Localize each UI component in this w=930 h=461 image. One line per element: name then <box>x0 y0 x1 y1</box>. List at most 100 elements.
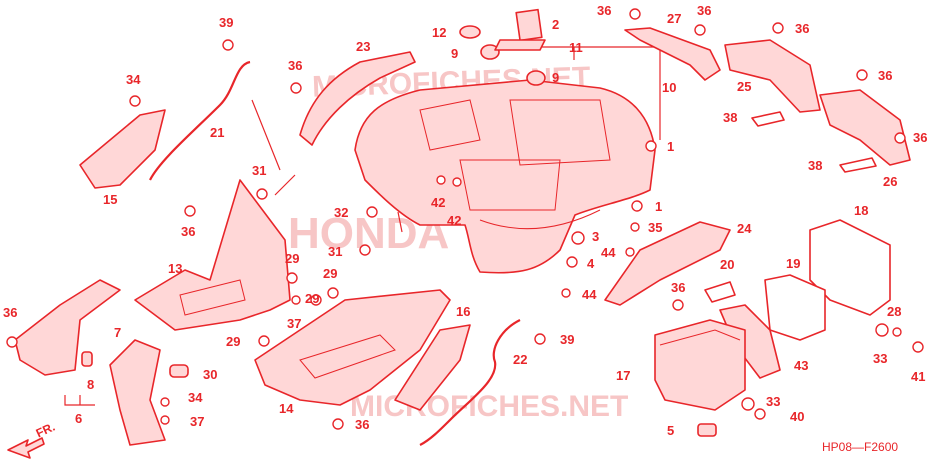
callout-18: 18 <box>854 203 869 218</box>
callout-36: 36 <box>878 68 893 83</box>
part-38-stay <box>839 157 877 173</box>
callout-44: 44 <box>601 245 616 260</box>
callout-13: 13 <box>168 261 183 276</box>
callout-16: 16 <box>456 304 471 319</box>
callout-26: 26 <box>883 174 898 189</box>
part-18-box <box>809 219 891 316</box>
part-20-stay <box>704 281 736 303</box>
bolt-29 <box>327 287 339 299</box>
callout-22: 22 <box>513 352 528 367</box>
fender-lower-edge <box>479 209 601 230</box>
part-42-washer <box>452 177 462 187</box>
bolt-3 <box>571 231 585 245</box>
front-arrow-icon <box>7 437 45 459</box>
diagram-code: HP08—F2600 <box>822 440 899 454</box>
callout-1: 1 <box>667 139 675 154</box>
box-rim <box>659 329 741 346</box>
callout-21: 21 <box>210 125 225 140</box>
fender-tray-center <box>459 159 561 211</box>
callout-29: 29 <box>226 334 241 349</box>
callout-33: 33 <box>766 394 781 409</box>
callout-30: 30 <box>203 367 218 382</box>
bolt-36 <box>629 8 641 20</box>
bolt-31 <box>359 244 371 256</box>
part-14-footrest <box>254 289 451 406</box>
bolt-40 <box>754 408 766 420</box>
callout-27: 27 <box>667 11 682 26</box>
part-42-washer <box>436 175 446 185</box>
callout-36: 36 <box>671 280 686 295</box>
part-5-cap <box>697 423 717 437</box>
bolt-1 <box>631 200 643 212</box>
callout-10: 10 <box>662 80 677 95</box>
bolt-29 <box>258 335 270 347</box>
watermark-bottom: MICROFICHES.NET <box>350 390 628 423</box>
bolt-33 <box>741 397 755 411</box>
part-24-cover <box>604 221 731 306</box>
callout-20: 20 <box>720 257 735 272</box>
part-27-rail <box>624 27 721 81</box>
part-25-side-cover <box>724 39 821 113</box>
bolt-41 <box>912 341 924 353</box>
part-30-grommet <box>169 364 189 378</box>
callout-35: 35 <box>648 220 663 235</box>
callout-36: 36 <box>697 3 712 18</box>
callout-6: 6 <box>75 411 83 426</box>
bolt-36 <box>856 69 868 81</box>
part-16-guard <box>394 324 471 411</box>
callout-4: 4 <box>587 256 595 271</box>
callout-36: 36 <box>288 58 303 73</box>
callout-44: 44 <box>582 287 597 302</box>
bolt-4 <box>566 256 578 268</box>
callout-3: 3 <box>592 229 600 244</box>
callout-9: 9 <box>451 46 459 61</box>
callout-29: 29 <box>323 266 338 281</box>
bolt-36 <box>694 24 706 36</box>
callout-41: 41 <box>911 369 926 384</box>
bolt-44 <box>625 247 635 257</box>
callout-42: 42 <box>447 213 462 228</box>
bolt-35 <box>630 222 640 232</box>
part-23-fender-flap <box>299 51 416 146</box>
callout-42: 42 <box>431 195 446 210</box>
callout-12: 12 <box>432 25 447 40</box>
bolt-36 <box>290 82 302 94</box>
bolt-37 <box>291 295 301 305</box>
bolt-33 <box>875 323 889 337</box>
callout-39: 39 <box>219 15 234 30</box>
callout-34: 34 <box>126 72 141 87</box>
callout-31: 31 <box>252 163 267 178</box>
part-10-rear-fender <box>354 79 656 274</box>
callout-32: 32 <box>334 205 349 220</box>
callout-11: 11 <box>569 40 583 55</box>
callout-28: 28 <box>887 304 902 319</box>
part-21-cable <box>149 60 251 181</box>
callout-2: 2 <box>552 17 560 32</box>
bolt-31 <box>256 188 268 200</box>
bolt-37 <box>160 415 170 425</box>
callout-36: 36 <box>795 21 810 36</box>
bolt-39 <box>534 333 546 345</box>
part-7-guard <box>109 339 166 446</box>
callout-19: 19 <box>786 256 801 271</box>
part-6-guard <box>14 279 121 376</box>
callout-29: 29 <box>305 291 320 306</box>
callout-23: 23 <box>356 39 371 54</box>
callout-14: 14 <box>279 401 294 416</box>
callout-43: 43 <box>794 358 809 373</box>
part-2-pad <box>515 8 543 42</box>
callout-lines <box>64 99 403 406</box>
part-22-cable <box>419 319 521 446</box>
part-9-grommet <box>526 70 546 86</box>
callout-40: 40 <box>790 409 805 424</box>
callout-38: 38 <box>808 158 823 173</box>
bolt-29 <box>286 272 298 284</box>
callout-37: 37 <box>287 316 302 331</box>
part-26-side-cover <box>819 89 911 166</box>
callout-33: 33 <box>873 351 888 366</box>
part-8-collar <box>81 351 93 367</box>
bolt-36 <box>332 418 344 430</box>
bolt-44 <box>561 288 571 298</box>
fender-rib-right <box>509 99 611 166</box>
